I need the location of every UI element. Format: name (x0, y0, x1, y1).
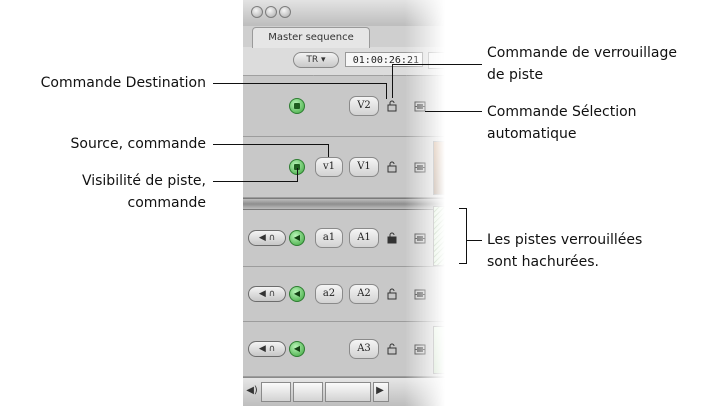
destination-button-v2[interactable]: V2 (349, 96, 379, 116)
source-button-v1[interactable]: v1 (315, 157, 343, 177)
track-row-a3: ◀ ∩ ◀ A3 (243, 322, 445, 377)
audio-solo-mute-control[interactable]: ◀ ∩ (248, 230, 286, 246)
video-clip[interactable] (433, 141, 445, 195)
track-row-v2: V2 (243, 76, 445, 137)
callout-hatched-line2: sont hachurées. (487, 254, 599, 270)
lock-icon[interactable] (387, 100, 397, 112)
leader-line (213, 83, 386, 84)
leader-line (466, 240, 482, 241)
speaker-icon[interactable]: ◀) (246, 385, 258, 396)
leader-line (213, 181, 297, 182)
auto-select-icon[interactable] (414, 289, 426, 300)
destination-button-a2[interactable]: A2 (349, 284, 379, 304)
timeline-window: Master sequence TR ▾ 01:00:26:21 V2 v1 V… (243, 0, 445, 406)
source-button-a1[interactable]: a1 (315, 228, 343, 248)
minimize-button[interactable] (265, 6, 277, 18)
speaker-icon[interactable]: ◀ (289, 341, 305, 357)
leader-line (392, 64, 482, 65)
close-button[interactable] (251, 6, 263, 18)
auto-select-icon[interactable] (414, 344, 426, 355)
track-size-slider[interactable] (325, 382, 371, 402)
video-audio-separator[interactable] (243, 198, 445, 210)
bracket-line (466, 208, 467, 264)
leader-line (392, 64, 393, 98)
leader-line (328, 144, 329, 157)
source-button-a2[interactable]: a2 (315, 284, 343, 304)
tab-master-sequence[interactable]: Master sequence (252, 27, 370, 48)
callout-source: Source, commande (70, 136, 206, 152)
lock-icon[interactable] (387, 161, 397, 173)
audio-solo-mute-control[interactable]: ◀ ∩ (248, 286, 286, 302)
lock-icon[interactable] (387, 343, 397, 355)
leader-line (386, 83, 387, 99)
callout-visibility-line2: commande (127, 195, 207, 211)
lock-icon[interactable] (387, 232, 397, 244)
callout-autoselect-line2: automatique (487, 126, 577, 142)
play-triangle-icon: ▶ (376, 385, 384, 396)
auto-select-icon[interactable] (414, 233, 426, 244)
leader-line (297, 168, 298, 182)
timecode-extra-field (428, 52, 445, 69)
title-bar (243, 0, 445, 26)
bracket-line (459, 263, 467, 264)
destination-button-a1[interactable]: A1 (349, 228, 379, 248)
disclosure-button[interactable] (373, 382, 389, 402)
speaker-icon[interactable]: ◀ (289, 230, 305, 246)
clip-overlays-button[interactable] (293, 382, 323, 402)
track-row-a2: ◀ ∩ ◀ a2 A2 (243, 267, 445, 322)
track-height-button[interactable] (261, 382, 291, 402)
callout-lock-line1: Commande de verrouillage (487, 45, 678, 61)
visibility-icon[interactable] (289, 98, 305, 114)
leader-line (425, 111, 482, 112)
callout-hatched-line1: Les pistes verrouillées (487, 232, 643, 248)
leader-line (213, 144, 328, 145)
callout-visibility-line1: Visibilité de piste, (81, 173, 206, 189)
callout-autoselect-line1: Commande Sélection (487, 104, 637, 120)
track-row-v1: v1 V1 (243, 137, 445, 198)
tr-button[interactable]: TR ▾ (293, 52, 339, 68)
timeline-bottom-toolbar: ◀) ▶ (243, 377, 445, 406)
audio-solo-mute-control[interactable]: ◀ ∩ (248, 341, 286, 357)
auto-select-icon[interactable] (414, 162, 426, 173)
destination-button-v1[interactable]: V1 (349, 157, 379, 177)
lock-icon[interactable] (387, 288, 397, 300)
audio-clip[interactable] (433, 326, 445, 374)
destination-button-a3[interactable]: A3 (349, 339, 379, 359)
bracket-line (459, 208, 467, 209)
speaker-icon[interactable]: ◀ (289, 286, 305, 302)
callout-destination: Commande Destination (40, 75, 206, 91)
callout-lock-line2: de piste (487, 67, 544, 83)
track-row-a1: ◀ ∩ ◀ a1 A1 (243, 206, 445, 267)
zoom-button[interactable] (279, 6, 291, 18)
locked-audio-clip[interactable] (433, 206, 445, 266)
